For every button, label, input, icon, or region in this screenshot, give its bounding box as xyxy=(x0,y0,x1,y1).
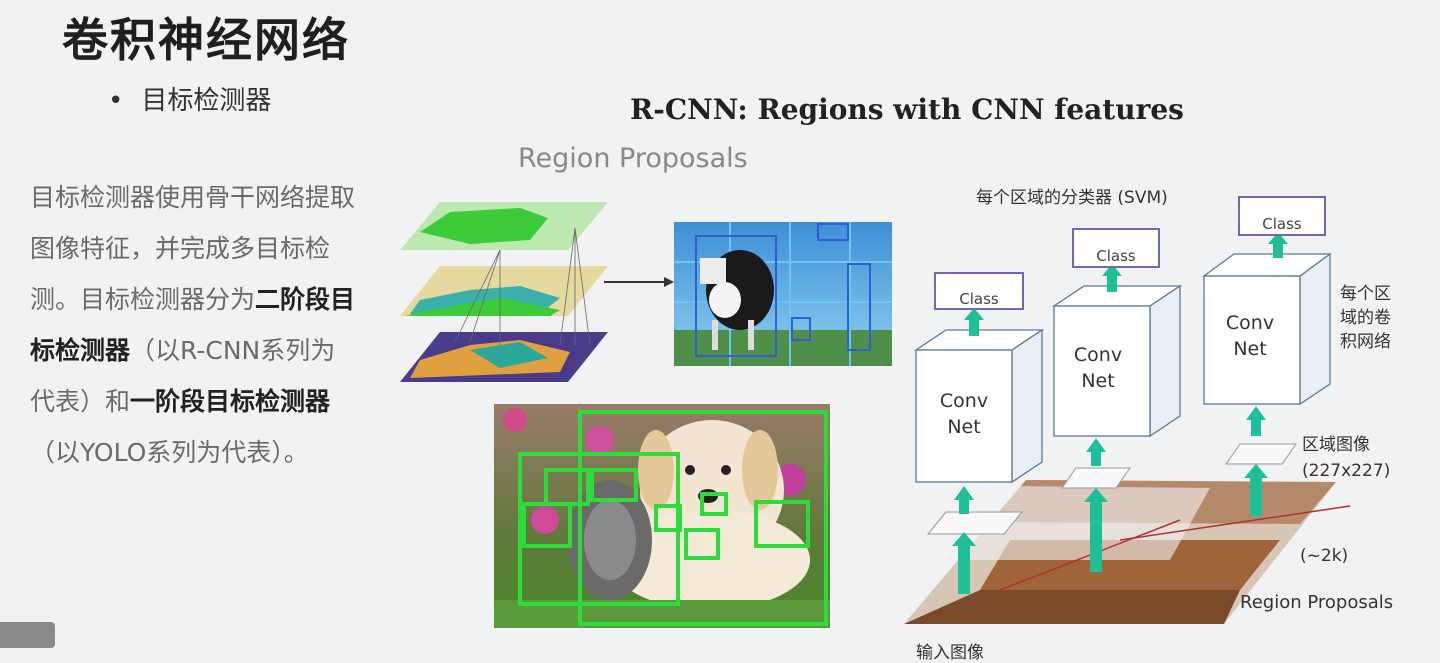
region-image-line1: 区域图像 xyxy=(1302,432,1390,458)
svm-label: 每个区域的分类器 (SVM) xyxy=(976,183,1168,208)
conv-net-line1: Conv xyxy=(916,388,1012,414)
conv-per-region-line3: 积网络 xyxy=(1340,330,1391,354)
region-image-label: 区域图像 (227x227) xyxy=(1302,432,1390,484)
conv-net-line1: Conv xyxy=(1050,342,1146,368)
class-box-3: Class xyxy=(1238,196,1326,236)
conv-per-region-label: 每个区 域的卷 积网络 xyxy=(1340,282,1391,354)
dog-cat-photo xyxy=(494,404,830,628)
conv-net-line2: Net xyxy=(1050,368,1146,394)
conv-net-line2: Net xyxy=(1202,336,1298,362)
region-plane-3 xyxy=(1226,444,1296,464)
conv-per-region-line2: 域的卷 xyxy=(1340,306,1391,330)
class-box-2: Class xyxy=(1072,228,1160,268)
region-image-line2: (227x227) xyxy=(1302,458,1390,484)
region-proposals-label: Region Proposals xyxy=(1240,592,1393,613)
arrow-head-icon xyxy=(664,277,674,287)
input-image-label: 输入图像 xyxy=(916,638,984,663)
segmentation-layers-illustration xyxy=(400,202,608,382)
class-box-1: Class xyxy=(934,272,1024,310)
conv-net-line2: Net xyxy=(916,414,1012,440)
conv-net-line1: Conv xyxy=(1202,310,1298,336)
conv-per-region-line1: 每个区 xyxy=(1340,282,1391,306)
count-label: (~2k) xyxy=(1300,546,1348,566)
cow-region-photo xyxy=(674,222,892,366)
side-tab[interactable] xyxy=(0,622,55,648)
